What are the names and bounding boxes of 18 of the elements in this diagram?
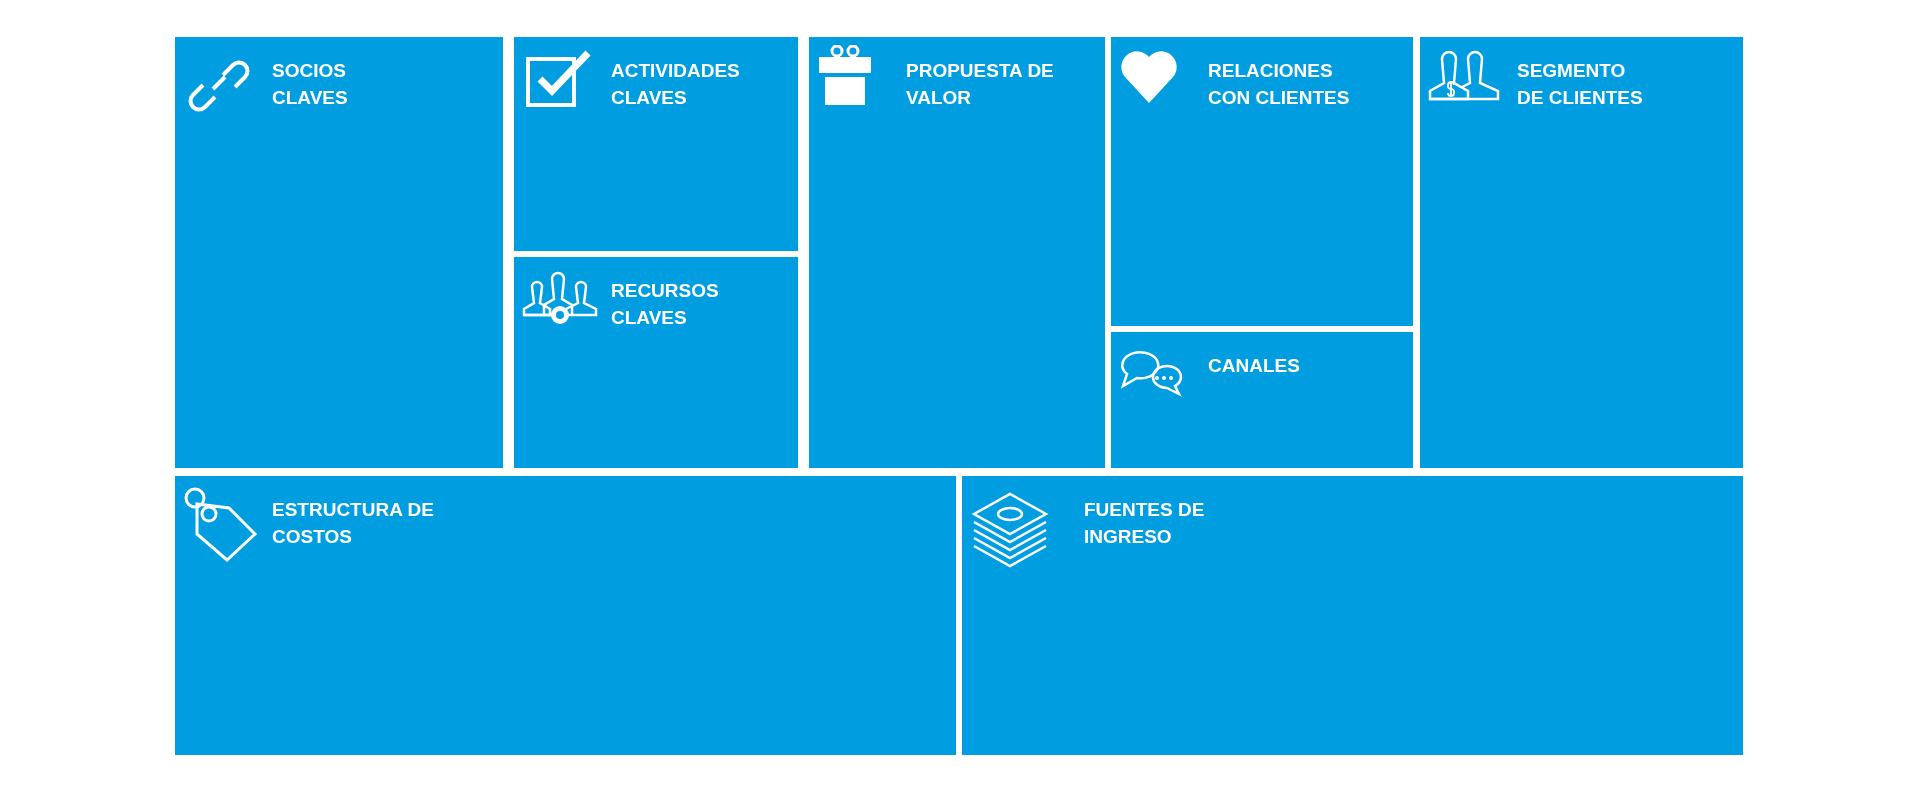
block-title: RECURSOS CLAVES [611, 279, 720, 330]
canvas-block [175, 476, 956, 755]
block-title: SEGMENTO DE CLIENTES [1517, 59, 1644, 110]
block-title: RELACIONES CON CLIENTES [1208, 59, 1351, 110]
canvas-block [962, 476, 1743, 755]
canvas-block [809, 37, 1105, 468]
block-title: FUENTES DE INGRESO [1084, 498, 1206, 549]
block-title: ESTRUCTURA DE COSTOS [272, 498, 435, 549]
canvas-block [1111, 37, 1413, 326]
block-title: PROPUESTA DE VALOR [906, 59, 1055, 110]
canvas-block [514, 37, 798, 251]
block-title: SOCIOS CLAVES [272, 59, 349, 110]
block-title: CANALES [1208, 354, 1301, 378]
canvas-block [514, 257, 798, 468]
block-title: ACTIVIDADES CLAVES [611, 59, 741, 110]
canvas-block [175, 37, 503, 468]
canvas-block [1111, 332, 1413, 468]
canvas-block [1420, 37, 1743, 468]
